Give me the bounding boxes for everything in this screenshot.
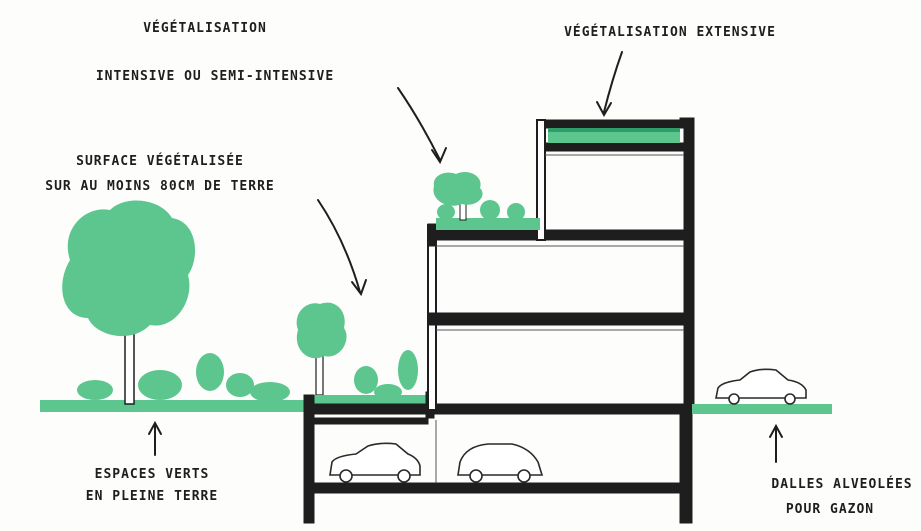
label-espaces-line1: ESPACES VERTS [95, 467, 210, 482]
arrow-icon [397, 87, 447, 165]
label-dalles-line2: POUR GAZON [786, 502, 874, 517]
intensive-roof-vegetation [436, 218, 540, 230]
tree-icon [296, 302, 347, 396]
bush-icon [437, 200, 525, 221]
arrow-icon [317, 199, 367, 297]
car-icon [457, 443, 544, 483]
car-icon [329, 442, 421, 483]
bush-icon [77, 353, 290, 402]
label-surface-line2: SUR AU MOINS 80CM DE TERRE [45, 179, 275, 194]
label-surface-line1: SURFACE VÉGÉTALISÉE [76, 153, 244, 169]
arrow-icon [596, 51, 623, 118]
glazing-lines [435, 154, 684, 483]
arrow-icon [148, 420, 162, 456]
label-espaces-line2: EN PLEINE TERRE [86, 489, 218, 504]
tree-icon [62, 200, 196, 405]
car-icon [715, 368, 807, 405]
bush-icon [354, 350, 418, 400]
extensive-roof-grass [548, 128, 680, 132]
tree-icon [433, 171, 483, 221]
arrow-icon [769, 423, 783, 463]
label-dalles-line1: DALLES ALVEOLÉES [771, 476, 912, 492]
label-extensive: VÉGÉTALISATION EXTENSIVE [564, 24, 776, 40]
ground-vegetation-right [692, 404, 832, 414]
label-intensive-line2: INTENSIVE OU SEMI-INTENSIVE [96, 69, 334, 84]
label-intensive-line1: VÉGÉTALISATION [143, 20, 267, 36]
ground-vegetation-left [40, 400, 308, 412]
